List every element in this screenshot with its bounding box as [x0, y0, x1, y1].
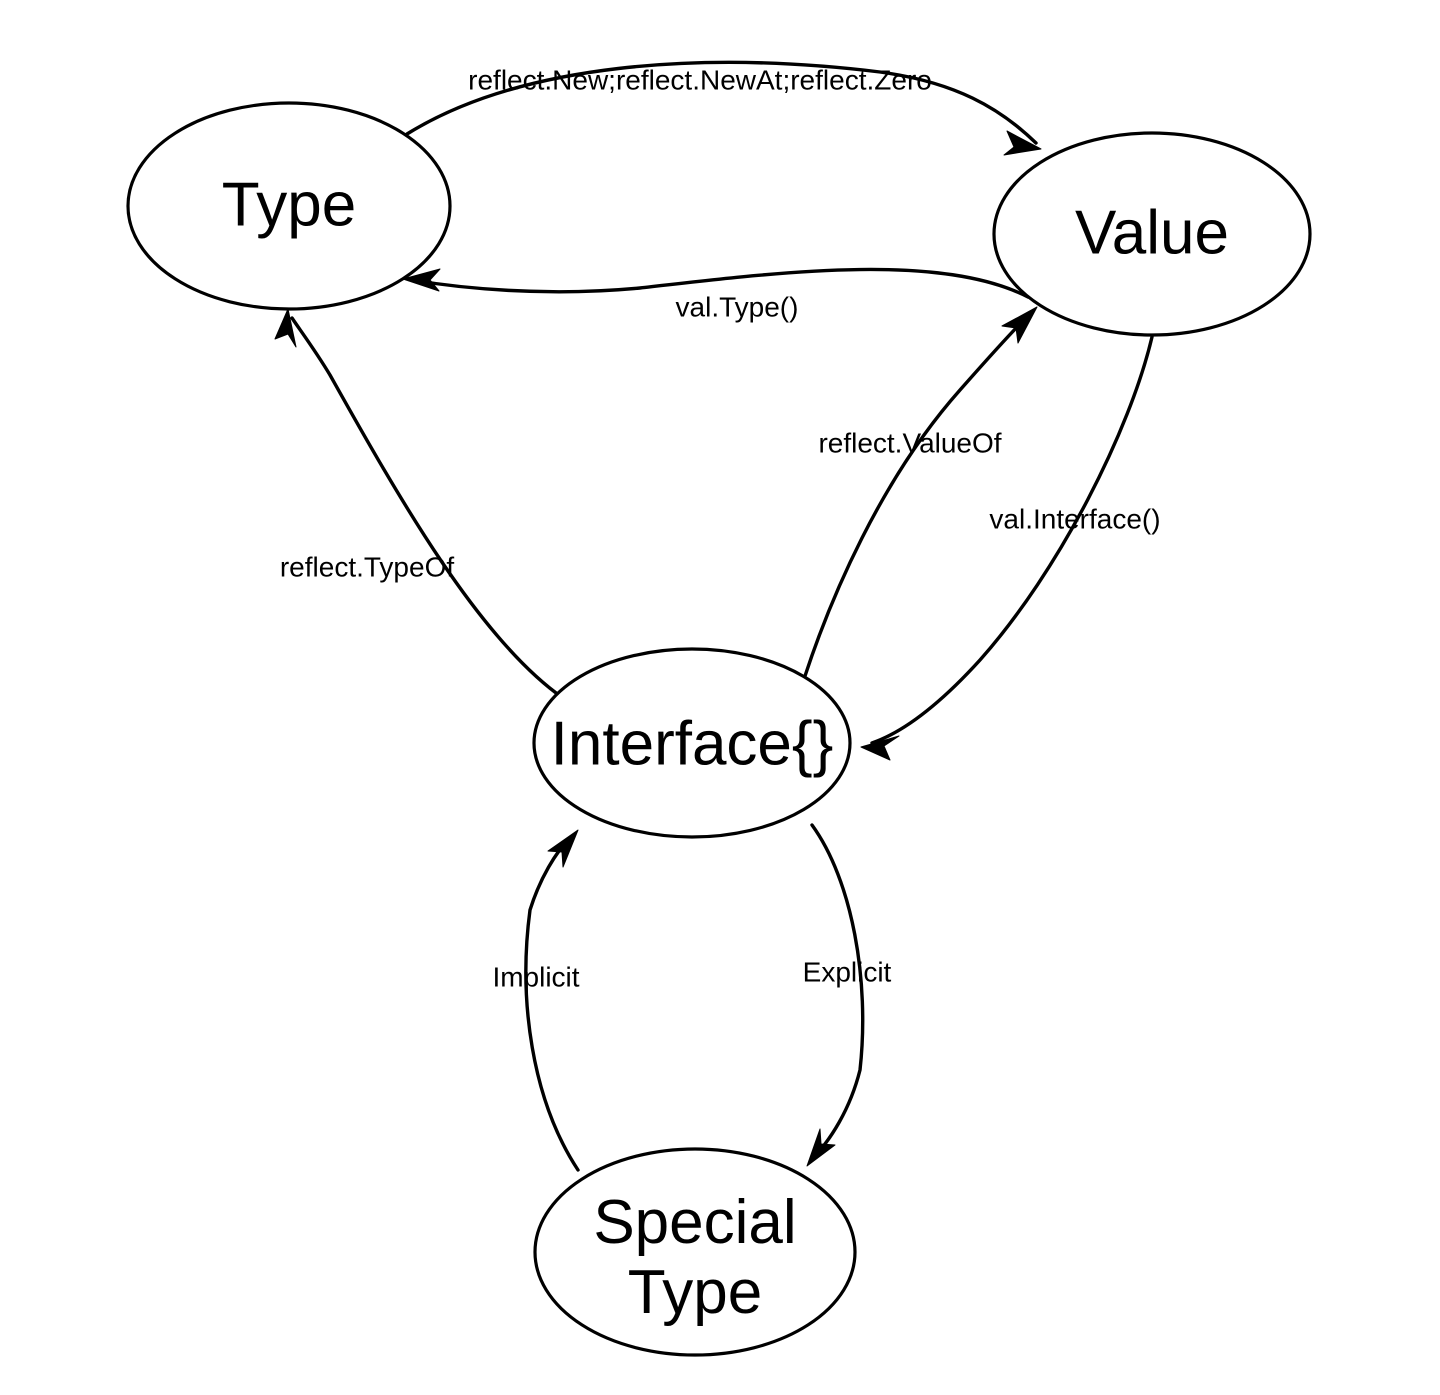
edge-interface-to-special: Explicit: [803, 823, 892, 1167]
node-special-type-ellipse[interactable]: [533, 1147, 857, 1357]
arrow-head-typeof-to-type: [274, 308, 297, 348]
arrow-head-valueof-to-value: [1001, 306, 1038, 344]
node-value[interactable]: Value: [992, 131, 1312, 337]
edge-value-to-interface: val.Interface(): [860, 335, 1161, 761]
edge-label-implicit: Implicit: [492, 961, 579, 992]
arrow-head-to-value: [1003, 130, 1042, 156]
node-special-type-label-line1: Special: [593, 1188, 796, 1257]
node-value-label: Value: [1075, 198, 1229, 267]
edge-value-to-type: val.Type(): [402, 267, 1030, 322]
node-type-label: Type: [222, 170, 356, 239]
edge-label-reflect-typeof: reflect.TypeOf: [280, 551, 455, 582]
node-type[interactable]: Type: [126, 101, 452, 311]
edge-path-val-interface: [870, 335, 1154, 745]
edge-path-val-type: [410, 267, 1030, 299]
node-interface-ellipse[interactable]: [532, 647, 852, 839]
node-value-ellipse[interactable]: [992, 131, 1312, 337]
arrow-head-to-type: [402, 268, 441, 292]
node-type-ellipse[interactable]: [126, 101, 452, 311]
edge-path-explicit: [810, 823, 865, 1159]
edge-label-reflect-valueof: reflect.ValueOf: [818, 427, 1001, 458]
edge-special-to-interface: Implicit: [492, 829, 580, 1172]
edge-label-reflect-new: reflect.New;reflect.NewAt;reflect.Zero: [468, 64, 932, 95]
arrow-head-explicit: [806, 1128, 836, 1167]
edge-label-val-type: val.Type(): [676, 291, 799, 322]
edge-path-reflect-typeof: [290, 316, 565, 700]
edge-path-reflect-new: [405, 60, 1038, 145]
node-special-type-label-line2: Type: [628, 1258, 762, 1327]
edge-type-to-value: reflect.New;reflect.NewAt;reflect.Zero: [405, 60, 1042, 156]
arrow-head-to-interface: [860, 735, 900, 761]
edge-path-reflect-valueof: [803, 312, 1032, 678]
edge-label-val-interface: val.Interface(): [989, 503, 1160, 534]
node-interface-label: Interface{}: [551, 709, 834, 778]
edge-interface-to-value: reflect.ValueOf: [803, 306, 1038, 678]
node-special-type[interactable]: Special Type: [533, 1147, 857, 1357]
edge-interface-to-type: reflect.TypeOf: [274, 308, 565, 700]
node-interface[interactable]: Interface{}: [532, 647, 852, 839]
arrow-head-implicit: [547, 829, 579, 868]
edge-label-explicit: Explicit: [803, 956, 892, 987]
edge-path-implicit: [524, 836, 580, 1172]
